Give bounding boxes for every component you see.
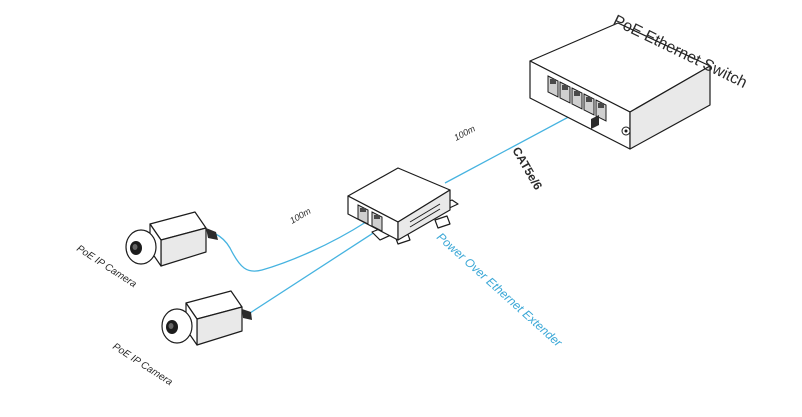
camera-upper (125, 211, 218, 267)
switch-plug (591, 115, 599, 129)
distance-label-upper: 100m (452, 123, 477, 143)
cable-type-label: CAT5e/6 (509, 145, 545, 193)
distance-label-lower: 100m (288, 206, 313, 226)
cable-switch-to-extender (444, 108, 585, 184)
cable-extender-to-camera-upper (213, 221, 367, 272)
camera-lower-label: PoE IP Camera (110, 341, 174, 388)
poe-extender (347, 167, 459, 245)
camera-lower-connector (242, 309, 252, 320)
cable-extender-to-camera-lower (249, 225, 385, 314)
camera-lower (161, 290, 252, 346)
poe-switch (529, 22, 711, 150)
extender-label: Power Over Ethernet Extender (434, 230, 566, 350)
camera-upper-connector (206, 228, 218, 240)
